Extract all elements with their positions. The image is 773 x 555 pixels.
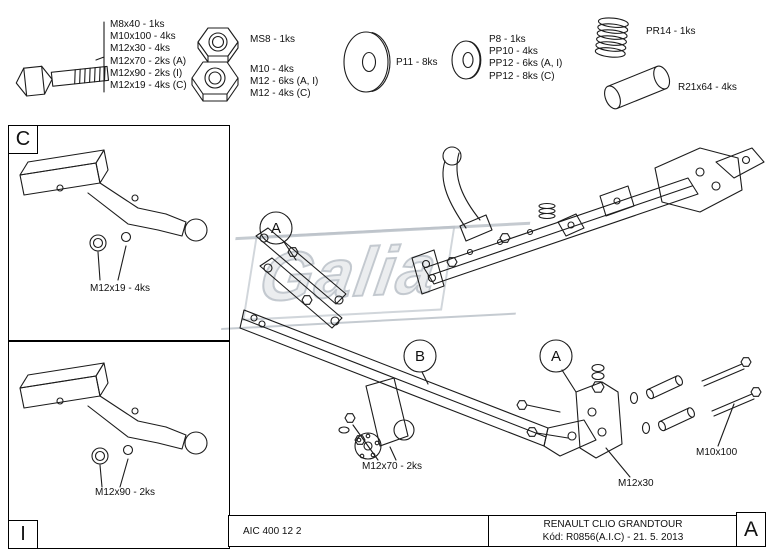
callout-a2-letter: A — [551, 348, 561, 365]
detail-box-c-letter: C — [9, 126, 38, 154]
nut-large-label: M12 - 6ks (A, I) — [250, 76, 319, 88]
bolt-size-labels: M8x40 - 1ks M10x100 - 4ks M12x30 - 4ks M… — [110, 19, 187, 92]
nut-large-label: M12 - 4ks (C) — [250, 88, 311, 100]
bolt-size-label: M12x90 - 2ks (I) — [110, 67, 183, 79]
bolt-size-label: M12x19 - 4ks (C) — [110, 80, 187, 92]
washer-small-label: PP12 - 8ks (C) — [489, 70, 555, 82]
nut-large-labels: M10 - 4ks M12 - 6ks (A, I) M12 - 4ks (C) — [250, 64, 318, 101]
nut-small-label: MS8 - 1ks — [250, 34, 296, 45]
washer-small-label: PP10 - 4ks — [489, 46, 538, 58]
title-block-vehicle: RENAULT CLIO GRANDTOUR — [543, 519, 683, 530]
washer-small-drawing — [451, 40, 482, 80]
nut-small-drawing — [197, 27, 239, 63]
detail-box-c: C — [8, 125, 230, 342]
spring-label: PR14 - 1ks — [646, 26, 696, 37]
assembly-label-m12x70: M12x70 - 2ks — [362, 461, 423, 472]
spacer-tube-label: R21x64 - 4ks — [678, 82, 737, 93]
title-block-revision: A — [736, 512, 766, 547]
box-c-part-label: M12x19 - 4ks — [90, 283, 151, 294]
spring-drawing — [594, 17, 629, 58]
title-block-doc-number: AIC 400 12 2 — [228, 515, 490, 547]
bolt-size-label: M8x40 - 1ks — [110, 19, 165, 30]
callout-a2 — [539, 339, 577, 393]
spacer-tube-drawing — [604, 65, 671, 110]
washer-small-label: P8 - 1ks — [489, 34, 526, 45]
assembly-label-m12x30: M12x30 — [618, 478, 654, 489]
callout-b-letter: B — [415, 348, 425, 365]
washer-small-labels: P8 - 1ks PP10 - 4ks PP12 - 6ks (A, I) PP… — [489, 34, 562, 83]
nut-large-drawing — [191, 61, 239, 102]
title-block-info: RENAULT CLIO GRANDTOUR Kód: R0856(A.I.C)… — [488, 515, 738, 547]
washer-small-label: PP12 - 6ks (A, I) — [489, 58, 563, 70]
nut-large-label: M10 - 4ks — [250, 64, 294, 75]
bolt-label-leader — [95, 21, 105, 93]
bolt-size-label: M12x30 - 4ks — [110, 43, 171, 55]
detail-box-i-letter: I — [9, 520, 38, 548]
bolt-size-label: M12x70 - 2ks (A) — [110, 55, 187, 67]
assembly-label-m10x100: M10x100 — [696, 447, 738, 458]
box-i-part-label: M12x90 - 2ks — [95, 487, 156, 498]
box-c-drawing — [19, 149, 208, 281]
bolt-drawing — [15, 65, 110, 97]
box-i-drawing — [19, 362, 208, 488]
washer-large-drawing — [343, 31, 391, 93]
callout-a1 — [259, 211, 297, 261]
callout-b — [403, 339, 437, 385]
callout-a1-letter: A — [271, 220, 281, 237]
bolt-size-label: M10x100 - 4ks — [110, 31, 176, 43]
title-block-code: Kód: R0856(A.I.C) - 21. 5. 2013 — [542, 532, 684, 543]
detail-box-i: I — [8, 340, 230, 549]
washer-large-label: P11 - 8ks — [396, 57, 438, 68]
assembly-drawing — [239, 146, 765, 478]
